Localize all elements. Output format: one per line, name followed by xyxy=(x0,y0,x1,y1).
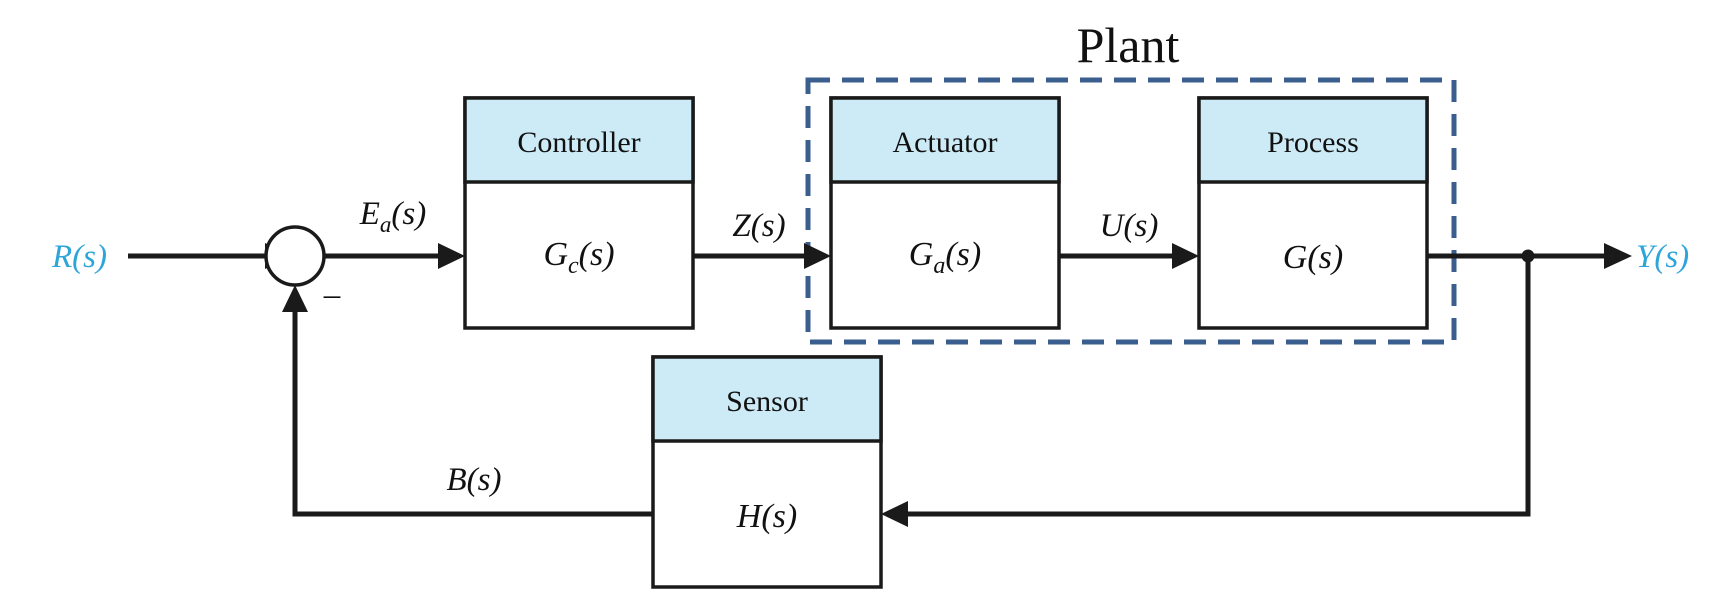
process-transfer-function: G(s) xyxy=(1283,239,1343,276)
controller-block: Controller Gc(s) xyxy=(463,96,695,330)
actuator-transfer-function: Ga(s) xyxy=(909,236,981,279)
process-block: Process G(s) xyxy=(1197,96,1429,330)
controller-output-label: Z(s) xyxy=(732,208,785,244)
sensor-input-arrowhead xyxy=(881,501,908,527)
feedback-wire-right xyxy=(908,256,1531,517)
plant-label: Plant xyxy=(1077,17,1180,73)
summing-junction xyxy=(264,225,326,287)
output-arrowhead xyxy=(1604,243,1632,269)
input-signal-label: R(s) xyxy=(51,239,107,275)
sensor-transfer-function: H(s) xyxy=(736,498,797,535)
controller-transfer-function: Gc(s) xyxy=(543,236,614,279)
feedback-wire-left xyxy=(292,312,653,517)
actuator-title: Actuator xyxy=(893,126,998,159)
error-signal-label: Ea(s) xyxy=(359,196,427,237)
feedback-arrowhead xyxy=(282,285,308,312)
feedback-signal-label: B(s) xyxy=(447,462,502,498)
controller-output-arrowhead xyxy=(804,243,831,269)
controller-title: Controller xyxy=(517,126,640,159)
error-arrowhead xyxy=(438,243,465,269)
sensor-block: Sensor H(s) xyxy=(651,355,883,589)
process-title: Process xyxy=(1267,126,1359,159)
plant-boundary xyxy=(805,77,1457,345)
output-signal-label: Y(s) xyxy=(1636,239,1689,275)
actuator-output-label: U(s) xyxy=(1100,208,1159,244)
sensor-title: Sensor xyxy=(726,385,808,418)
actuator-output-arrowhead xyxy=(1172,243,1199,269)
actuator-block: Actuator Ga(s) xyxy=(829,96,1061,330)
feedback-minus-sign: – xyxy=(323,277,341,313)
